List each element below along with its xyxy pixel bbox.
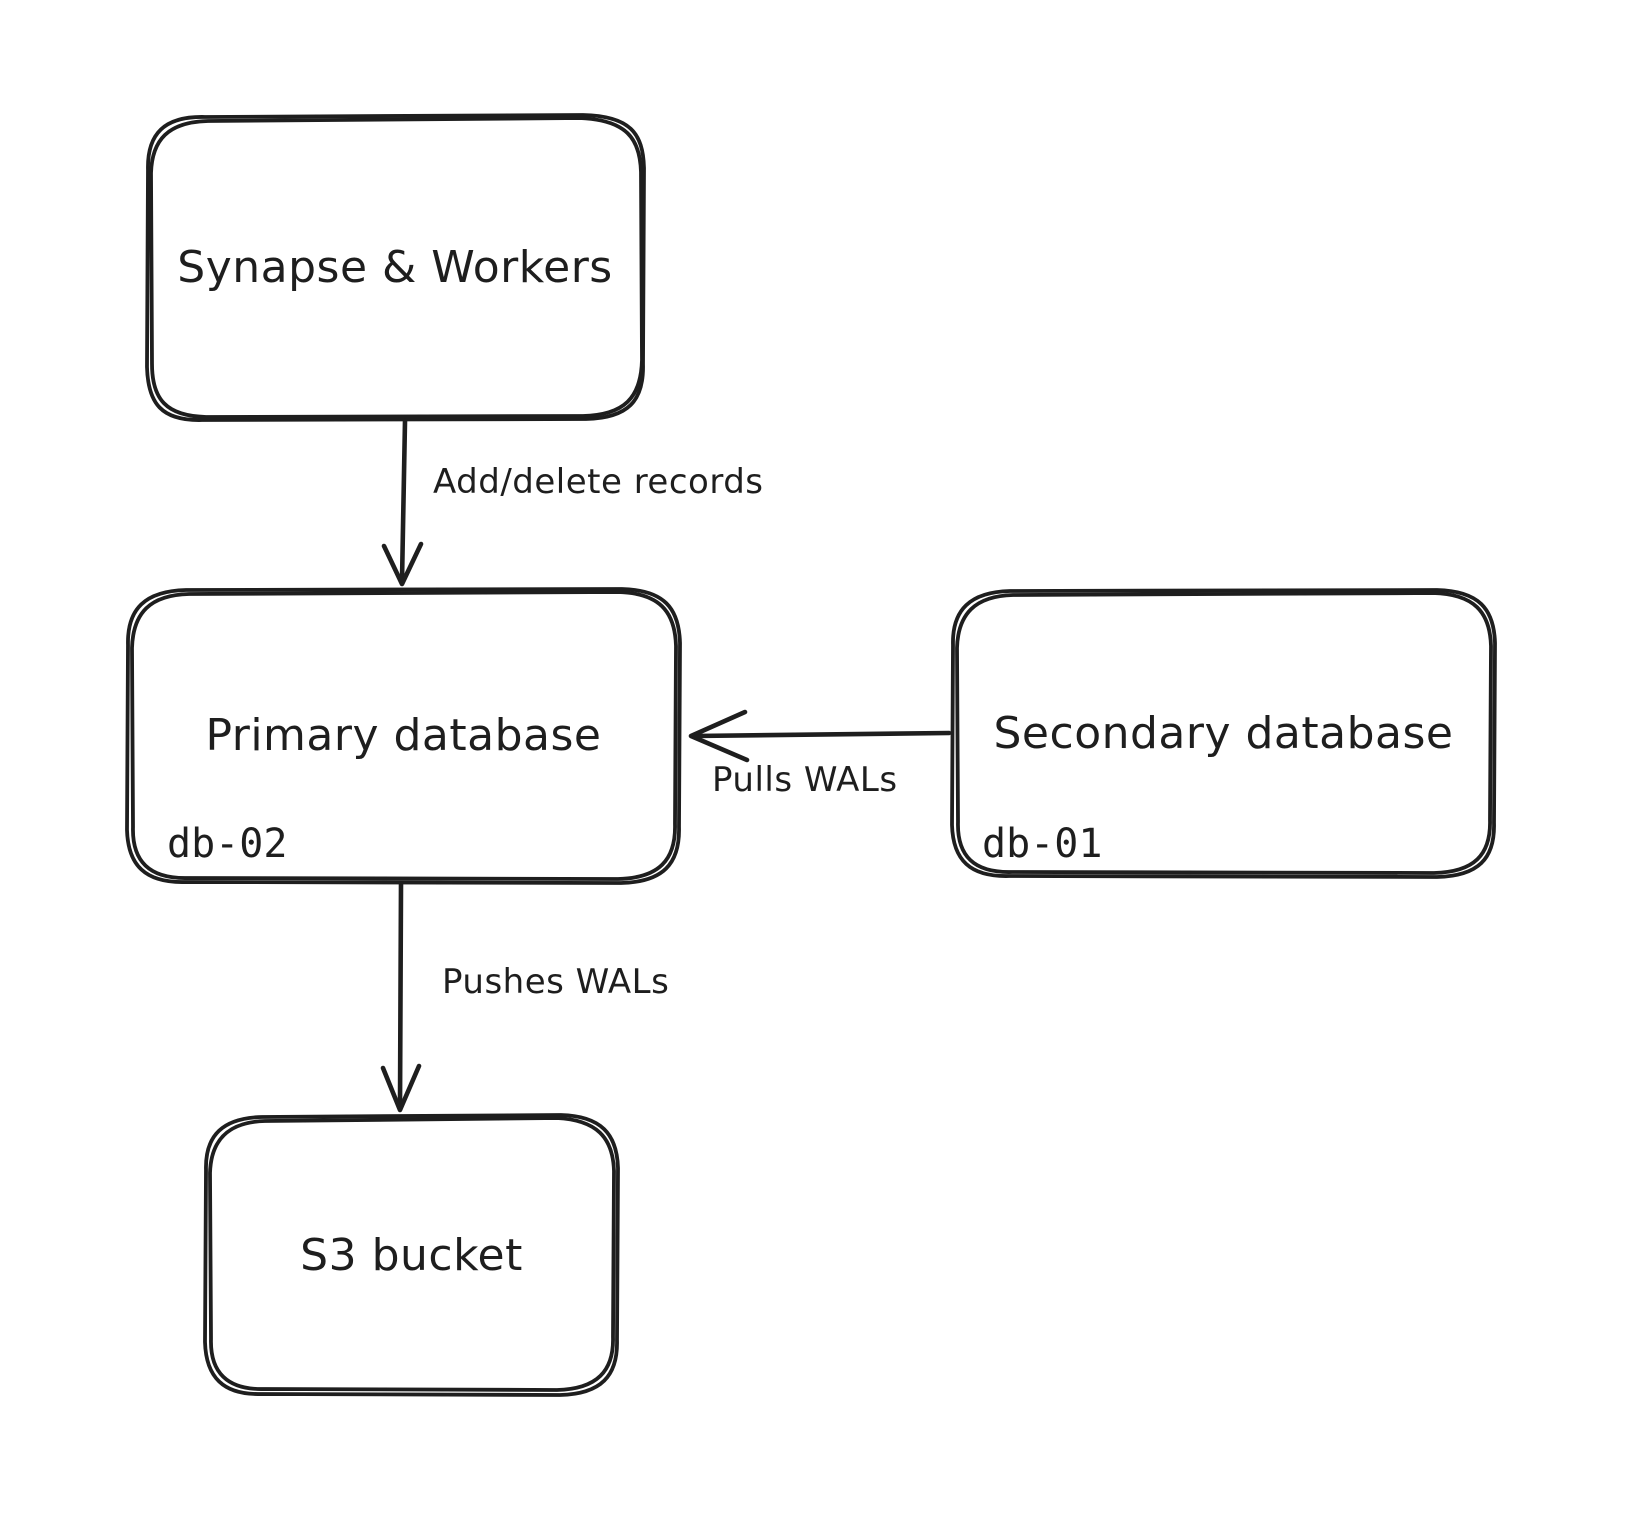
node-synapse-workers-shape xyxy=(145,113,646,422)
node-secondary-database-label: Secondary database xyxy=(993,708,1454,759)
edge-pulls-wals-label: Pulls WALs xyxy=(712,760,898,800)
node-secondary-database-sublabel: db-01 xyxy=(982,821,1103,867)
edge-pushes-wals-arrow xyxy=(380,881,422,1113)
node-synapse-workers-label: Synapse & Workers xyxy=(177,242,613,293)
edge-pulls-wals-arrow xyxy=(688,709,952,763)
edge-add-delete-records-arrow xyxy=(381,418,424,587)
edge-pushes-wals-label: Pushes WALs xyxy=(442,962,670,1002)
node-s3-bucket-shape xyxy=(203,1113,620,1397)
node-primary-database-shape xyxy=(125,587,682,885)
node-primary-database-sublabel: db-02 xyxy=(167,821,288,867)
edge-add-delete-records-label: Add/delete records xyxy=(433,462,764,502)
node-secondary-database-shape xyxy=(950,588,1497,879)
node-primary-database-label: Primary database xyxy=(205,710,602,761)
node-s3-bucket-label: S3 bucket xyxy=(300,1229,523,1281)
